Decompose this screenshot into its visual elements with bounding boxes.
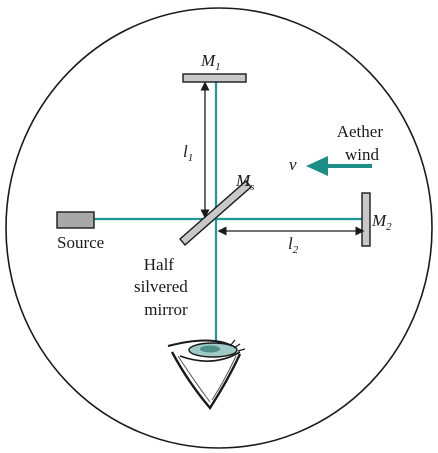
half-silvered-mirror-label: Half silvered mirror xyxy=(134,255,192,319)
mirror-m2-label: M2 xyxy=(371,211,392,233)
velocity-label: v xyxy=(289,155,297,174)
outer-circle xyxy=(5,7,433,449)
mirror-m1 xyxy=(182,73,247,83)
arm-l2-label: l2 xyxy=(288,234,299,256)
source-label: Source xyxy=(57,233,104,252)
arm-l1-label: l1 xyxy=(183,142,193,164)
eye-icon xyxy=(167,339,246,411)
half-silvered-mirror xyxy=(179,179,252,247)
mirror-m1-label: M1 xyxy=(200,51,221,73)
arrow-left-icon xyxy=(306,156,372,176)
light-beams xyxy=(94,80,362,342)
mirror-m2 xyxy=(361,192,371,247)
mirror-ms-label: Ms xyxy=(235,171,254,193)
aether-wind-label: Aether wind xyxy=(337,122,388,164)
light-source xyxy=(56,211,95,229)
